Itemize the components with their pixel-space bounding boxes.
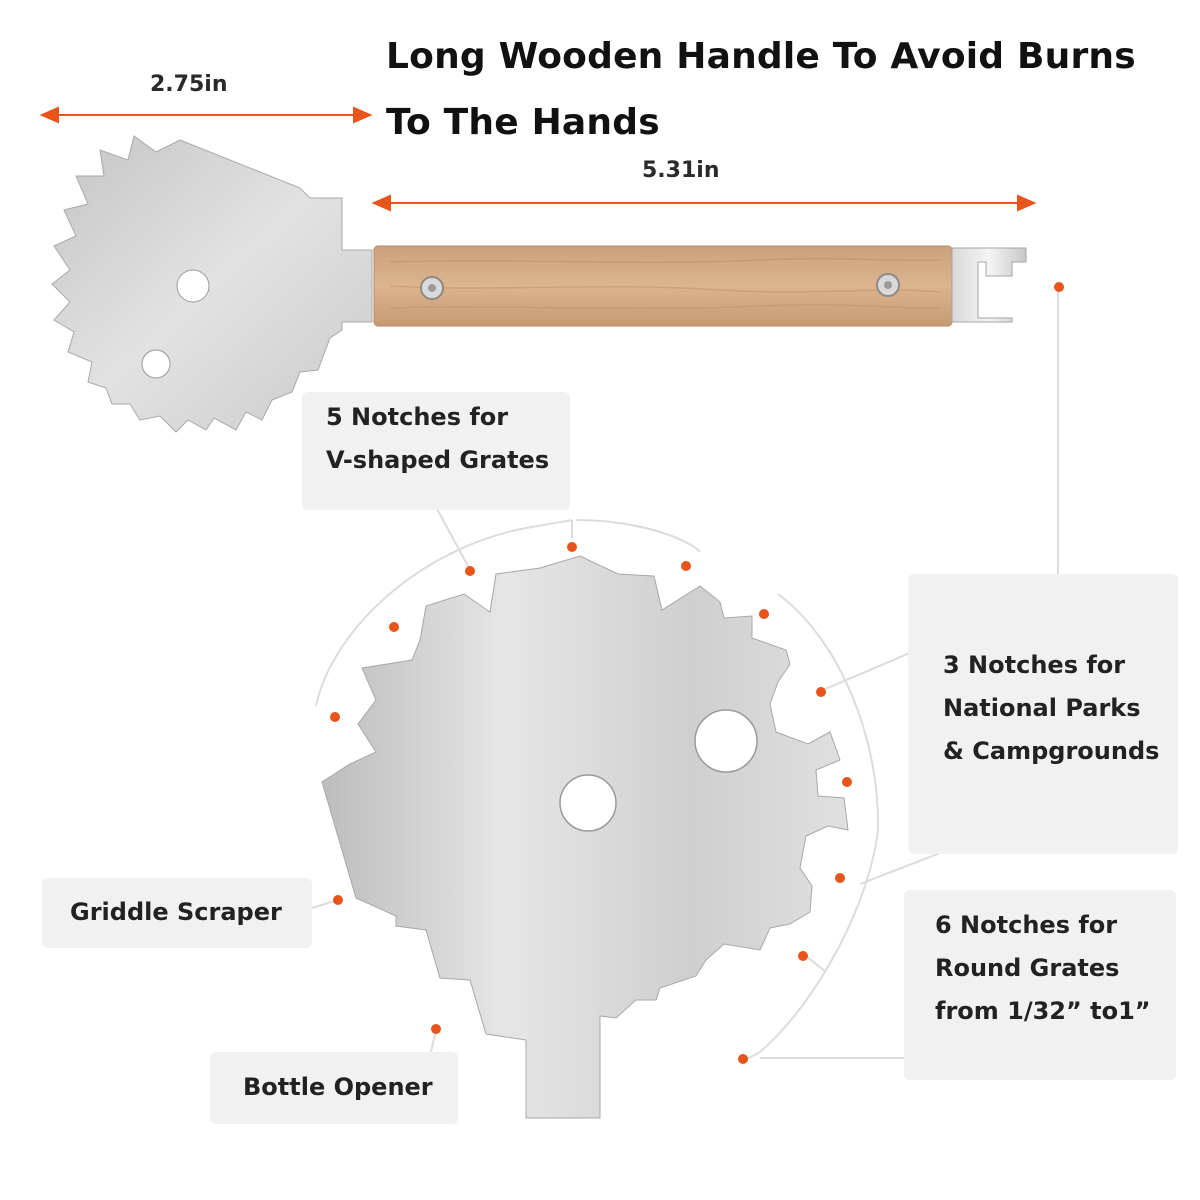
- callout-national-parks-line-1: 3 Notches for: [943, 651, 1126, 679]
- callout-round-grates-line-3: from 1/32” to1”: [935, 997, 1151, 1025]
- callout-bottle-opener: Bottle Opener: [210, 1052, 458, 1124]
- tool-head-small: [51, 135, 373, 433]
- callout-round-grates-line-1: 6 Notches for: [935, 911, 1118, 939]
- callout-national-parks: 3 Notches for National Parks & Campgroun…: [908, 574, 1178, 854]
- callout-round-grates: 6 Notches for Round Grates from 1/32” to…: [904, 890, 1176, 1080]
- callout-national-parks-line-2: National Parks: [943, 694, 1141, 722]
- callout-griddle-scraper: Griddle Scraper: [42, 878, 312, 948]
- callout-national-parks-line-3: & Campgrounds: [943, 737, 1160, 765]
- callout-v-notches-line-1: 5 Notches for: [326, 403, 509, 431]
- handle-length-arrow: [371, 194, 1037, 212]
- headline-line-1: Long Wooden Handle To Avoid Burns: [386, 36, 1136, 77]
- callout-v-notches: 5 Notches for V-shaped Grates: [302, 392, 570, 510]
- handle-end-cap: [951, 247, 1027, 323]
- tool-head-detail: [321, 555, 849, 1119]
- headline-line-2: To The Hands: [386, 102, 660, 143]
- head-width-arrow: [39, 106, 373, 124]
- callout-griddle-scraper-line-1: Griddle Scraper: [70, 898, 282, 926]
- callout-round-grates-line-2: Round Grates: [935, 954, 1120, 982]
- callout-v-notches-line-2: V-shaped Grates: [326, 446, 550, 474]
- callout-bottle-opener-line-1: Bottle Opener: [243, 1073, 433, 1101]
- headline: Long Wooden Handle To Avoid Burns To The…: [386, 24, 1186, 156]
- head-width-label: 2.75in: [150, 72, 228, 97]
- handle-length-label: 5.31in: [642, 158, 720, 183]
- wooden-handle: [373, 245, 953, 327]
